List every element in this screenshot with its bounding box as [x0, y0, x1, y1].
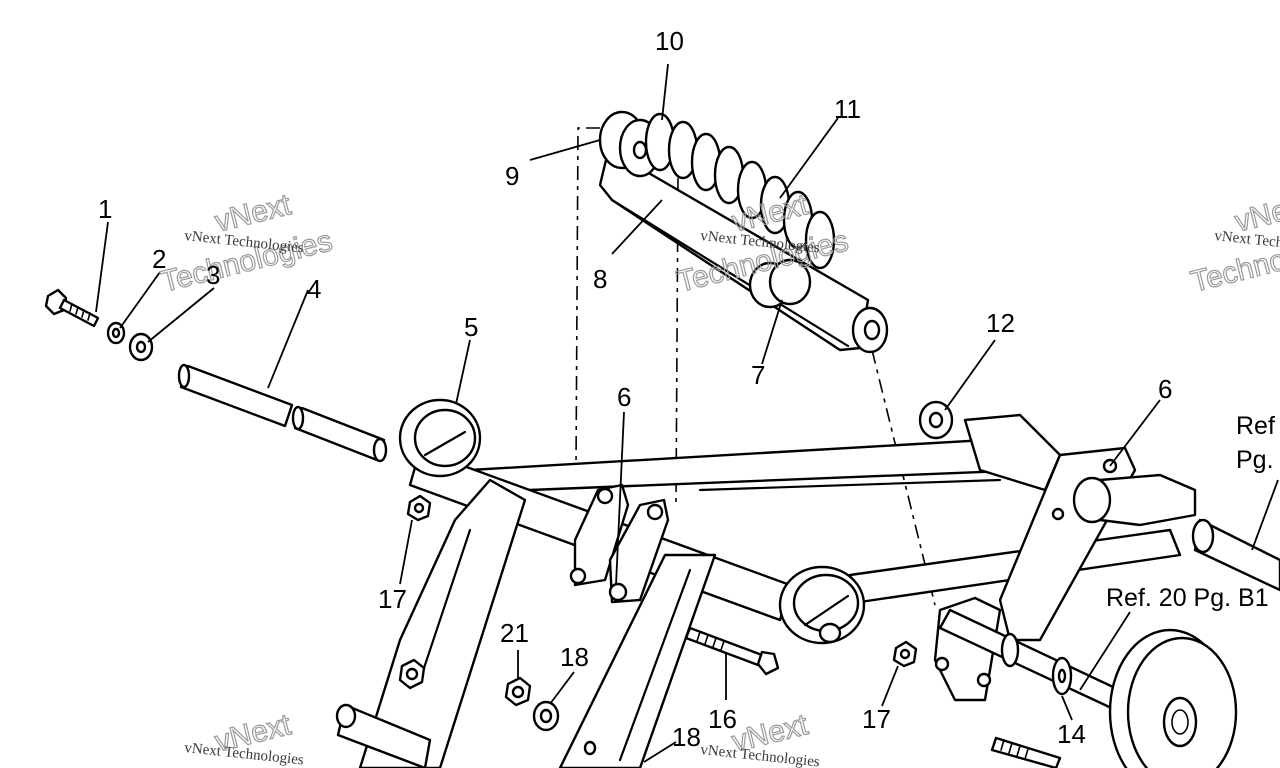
callout-9: 9 [505, 161, 519, 191]
watermark-bottom-left: vNext vNext Technologies [184, 707, 305, 768]
alignment-lines [575, 127, 936, 606]
reference-notes: Ref Pg. Ref. 20 Pg. B1 [1106, 412, 1275, 612]
nut-washer-set [504, 676, 597, 756]
callout-16: 16 [708, 704, 737, 734]
callout-21: 21 [500, 618, 529, 648]
callout-18-upper: 18 [560, 642, 589, 672]
callout-labels: 1 2 3 4 5 6 6 7 8 9 10 11 12 14 16 17 17… [98, 26, 1172, 752]
callout-17-left: 17 [378, 584, 407, 614]
reference-top-line2: Pg. [1236, 446, 1274, 474]
callout-12: 12 [986, 308, 1015, 338]
bolt [44, 288, 100, 328]
pivot-shaft [177, 363, 388, 463]
coil-spring [644, 112, 836, 270]
shock-mount-brackets [569, 483, 670, 604]
lock-nut-right [892, 640, 918, 668]
callout-10: 10 [655, 26, 684, 56]
callout-leaders [95, 63, 1279, 763]
watermark-top-right: vNext Technologies vNext Technologies [1187, 187, 1280, 299]
callout-3: 3 [206, 260, 220, 290]
spacer-washer [918, 400, 954, 440]
callout-14: 14 [1057, 719, 1086, 749]
idler-wheel [1108, 628, 1238, 768]
long-bolt [684, 626, 780, 676]
left-arm-plates [335, 478, 717, 768]
callout-5: 5 [464, 312, 478, 342]
callout-18-lower: 18 [672, 722, 701, 752]
reference-top-line1: Ref [1236, 412, 1275, 440]
callout-1: 1 [98, 194, 112, 224]
shock-absorber [598, 110, 889, 354]
callout-6-center: 6 [617, 382, 631, 412]
reference-middle: Ref. 20 Pg. B1 [1106, 584, 1269, 612]
callout-7: 7 [751, 360, 765, 390]
callout-4: 4 [307, 274, 321, 304]
lock-nut [406, 494, 432, 522]
callout-8: 8 [593, 264, 607, 294]
callout-11: 11 [834, 94, 861, 124]
lower-bolt [990, 736, 1062, 768]
callout-17-right: 17 [862, 704, 891, 734]
callout-6-right: 6 [1158, 374, 1172, 404]
callout-2: 2 [152, 244, 166, 274]
